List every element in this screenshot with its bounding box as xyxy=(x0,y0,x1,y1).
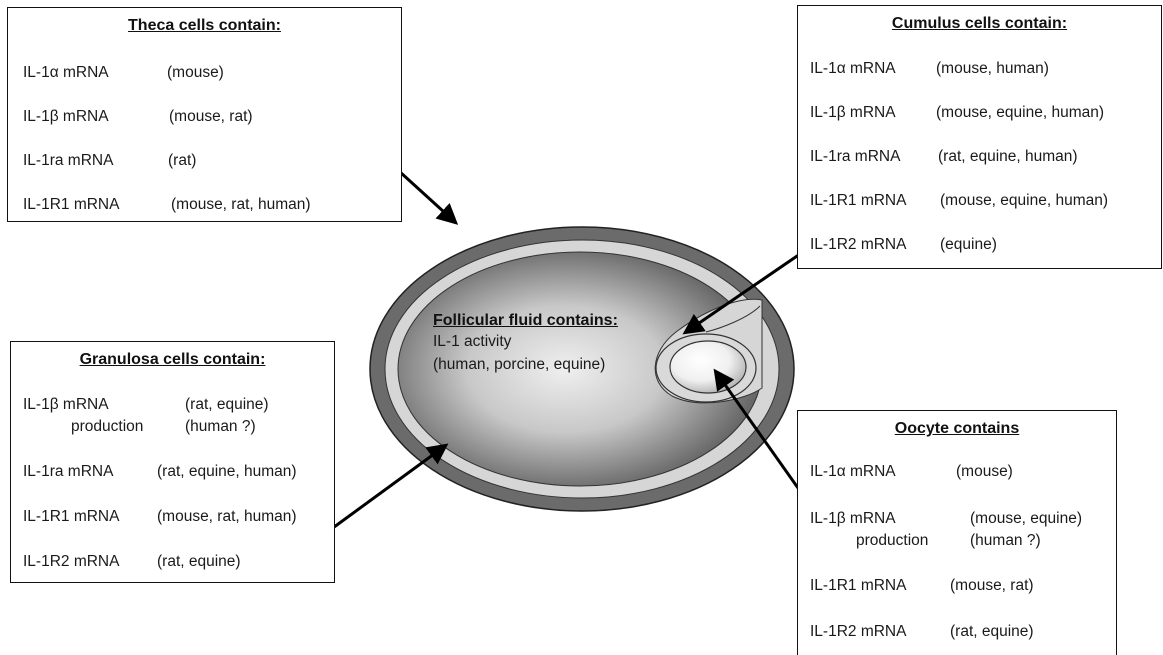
theca-arrow xyxy=(398,170,459,225)
oocyte-title: Oocyte contains xyxy=(894,420,1020,437)
gene-label: IL-1R2 mRNA xyxy=(23,553,120,570)
species-label: (equine) xyxy=(940,236,997,253)
cumulus-arrow xyxy=(682,252,801,335)
species-label: (mouse, rat, human) xyxy=(157,508,297,525)
theca-title: Theca cells contain: xyxy=(128,17,281,34)
gene-label: IL-1R2 mRNA xyxy=(810,236,907,253)
gene-label: IL-1R2 mRNA xyxy=(810,623,907,640)
oocyte-cell xyxy=(669,340,747,394)
production-label: production xyxy=(71,418,144,435)
species-label: (human ?) xyxy=(185,418,256,435)
species-label: (mouse, rat) xyxy=(950,577,1034,594)
granulosa-box: Granulosa cells contain: IL-1β mRNA (rat… xyxy=(10,341,335,583)
species-label: (mouse, human) xyxy=(936,60,1049,77)
species-label: (mouse, equine, human) xyxy=(940,192,1109,209)
gene-label: IL-1R1 mRNA xyxy=(23,508,120,525)
species-label: (mouse, rat, human) xyxy=(171,196,311,213)
follicular-fluid-title: Follicular fluid contains: xyxy=(433,312,618,329)
follicular-fluid-line2: (human, porcine, equine) xyxy=(433,356,606,373)
species-label: (rat, equine, human) xyxy=(157,463,297,480)
gene-label: IL-1α mRNA xyxy=(810,60,896,77)
oocyte-box: Oocyte contains IL-1α mRNA (mouse) IL-1β… xyxy=(797,410,1117,655)
follicular-fluid-line1: IL-1 activity xyxy=(433,333,512,350)
gene-label: IL-1α mRNA xyxy=(23,64,109,81)
gene-label: IL-1ra mRNA xyxy=(23,152,114,169)
gene-label: IL-1R1 mRNA xyxy=(810,192,907,209)
gene-label: IL-1ra mRNA xyxy=(810,148,901,165)
production-label: production xyxy=(856,532,929,549)
granulosa-arrow xyxy=(329,443,449,532)
gene-label: IL-1R1 mRNA xyxy=(810,577,907,594)
gene-label: IL-1ra mRNA xyxy=(23,463,114,480)
granulosa-title: Granulosa cells contain: xyxy=(79,351,266,368)
species-label: (rat, equine) xyxy=(185,396,269,413)
gene-label: IL-1β mRNA xyxy=(810,510,896,527)
gene-label: IL-1β mRNA xyxy=(23,108,109,125)
species-label: (mouse) xyxy=(167,64,224,81)
cumulus-title: Cumulus cells contain: xyxy=(891,15,1068,32)
gene-label: IL-1β mRNA xyxy=(810,104,896,121)
gene-label: IL-1α mRNA xyxy=(810,463,896,480)
oocyte-arrow xyxy=(713,368,800,489)
cumulus-inner-arc xyxy=(705,305,761,333)
species-label: (rat) xyxy=(168,152,197,169)
species-label: (rat, equine) xyxy=(950,623,1034,640)
species-label: (rat, equine, human) xyxy=(938,148,1078,165)
species-label: (mouse) xyxy=(956,463,1013,480)
species-label: (rat, equine) xyxy=(157,553,241,570)
species-label: (mouse, equine) xyxy=(970,510,1083,527)
theca-box: Theca cells contain: IL-1α mRNA (mouse) … xyxy=(7,7,402,222)
cumulus-box: Cumulus cells contain: IL-1α mRNA (mouse… xyxy=(797,5,1162,269)
species-label: (mouse, rat) xyxy=(169,108,253,125)
species-label: (mouse, equine, human) xyxy=(936,104,1105,121)
gene-label: IL-1R1 mRNA xyxy=(23,196,120,213)
gene-label: IL-1β mRNA xyxy=(23,396,109,413)
species-label: (human ?) xyxy=(970,532,1041,549)
